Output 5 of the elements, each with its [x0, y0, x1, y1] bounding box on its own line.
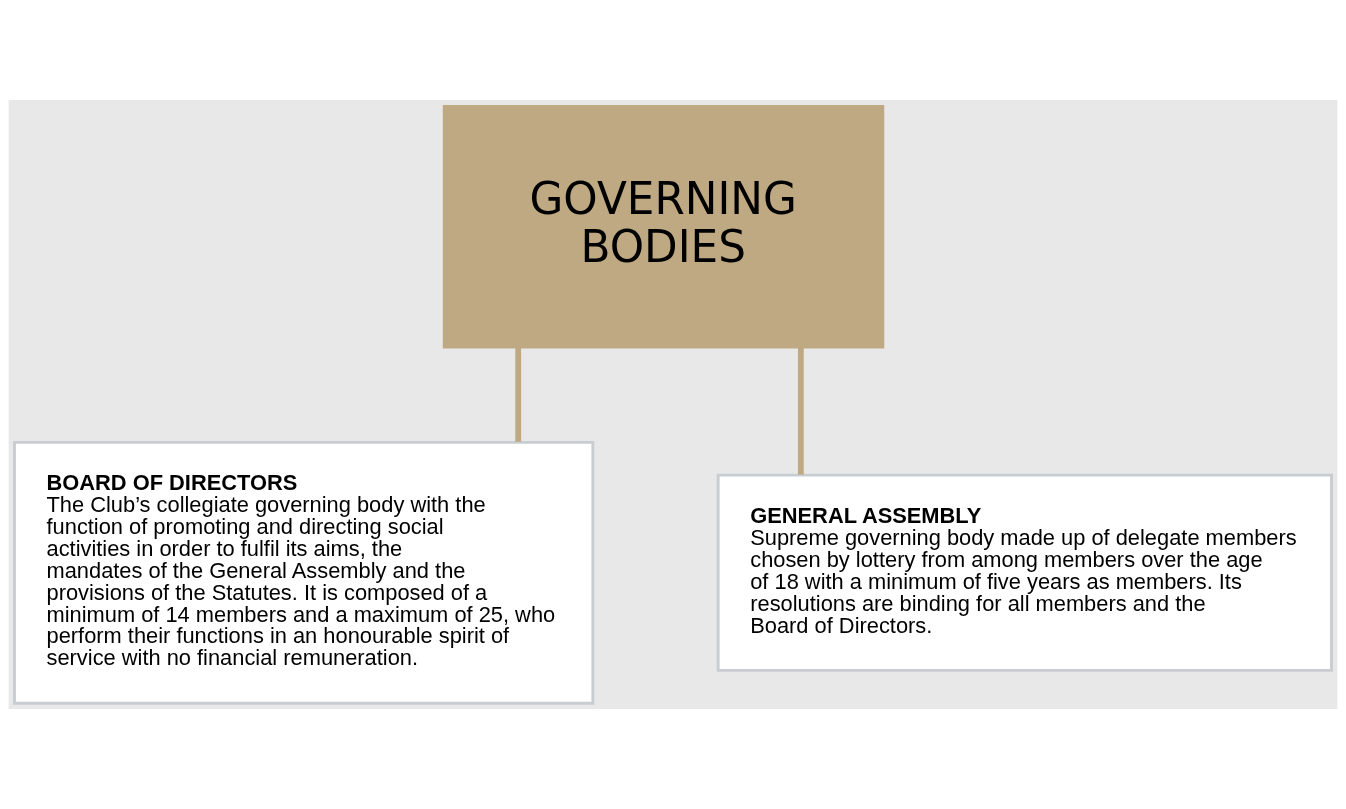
- node-box: GENERAL ASSEMBLY Supreme governing body made up of delegate members chosen by lottery from among members over the age of 18 with a minimum of five years as members. Its resolutions are binding for all members and the Board of Directors.: [716, 473, 1333, 672]
- connector: [515, 347, 522, 442]
- node-box: BOARD OF DIRECTORS The Club’s collegiate governing body with the function of promoting and directing social activities in order to fulfil its aims, the mandates of the General Assembly and the provisions of the Statutes. It is composed of a minimum of 14 members and a maximum of 25, who perform their functions in an honourable spirit of service with no financial remuneration.: [13, 440, 595, 705]
- connector: [797, 347, 804, 475]
- node-box: GOVERNING BODIES: [442, 105, 885, 349]
